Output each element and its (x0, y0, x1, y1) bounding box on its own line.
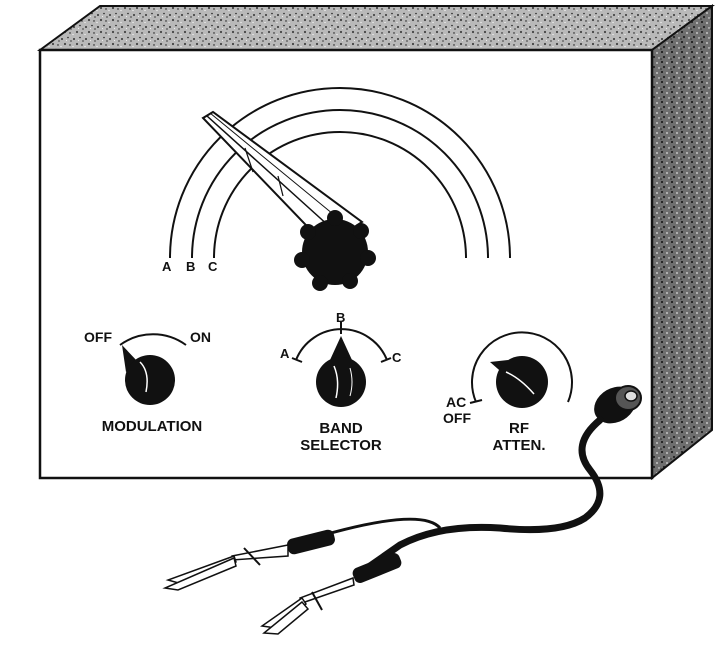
cabinet-top-face (36, 5, 715, 51)
modulation-knob[interactable] (122, 345, 175, 405)
rf-atten-label-line2: ATTEN. (492, 437, 545, 454)
rf-atten-ac-label: AC (446, 394, 466, 410)
tuning-dial-scale (169, 87, 511, 259)
band-selector-knob[interactable] (316, 336, 366, 407)
tuning-pointer[interactable] (201, 110, 364, 248)
band-selector-label-c: C (392, 350, 402, 365)
cabinet-side-face (651, 4, 713, 481)
band-selector-label-line1: BAND (319, 420, 362, 437)
modulation-off-label: OFF (84, 329, 112, 345)
rf-attenuator-control: AC OFF RF ATTEN. (443, 331, 573, 454)
band-selector-label-line2: SELECTOR (300, 437, 382, 454)
band-selector-control: A B C BAND SELECTOR (280, 310, 402, 454)
dial-arc-b (191, 109, 489, 259)
alligator-clip-upper[interactable] (162, 528, 336, 591)
rf-atten-label-line1: RF (509, 420, 529, 437)
dial-label-b: B (186, 259, 195, 274)
test-lead-cable (366, 416, 604, 570)
rf-atten-off-label: OFF (443, 410, 471, 426)
dial-arc-a (169, 87, 511, 259)
dial-arc-c (213, 131, 467, 259)
alligator-clip-lower[interactable] (260, 551, 403, 635)
modulation-control: OFF ON MODULATION (84, 329, 211, 435)
modulation-arc (119, 333, 187, 346)
band-selector-label-a: A (280, 346, 290, 361)
output-connector[interactable] (587, 379, 642, 430)
tuning-knob[interactable] (294, 210, 376, 291)
band-selector-label-b: B (336, 310, 345, 325)
dial-label-c: C (208, 259, 218, 274)
dial-label-a: A (162, 259, 172, 274)
modulation-on-label: ON (190, 329, 211, 345)
rf-attenuator-arc (471, 331, 573, 403)
modulation-label: MODULATION (102, 418, 203, 435)
rf-attenuator-knob[interactable] (490, 356, 548, 408)
